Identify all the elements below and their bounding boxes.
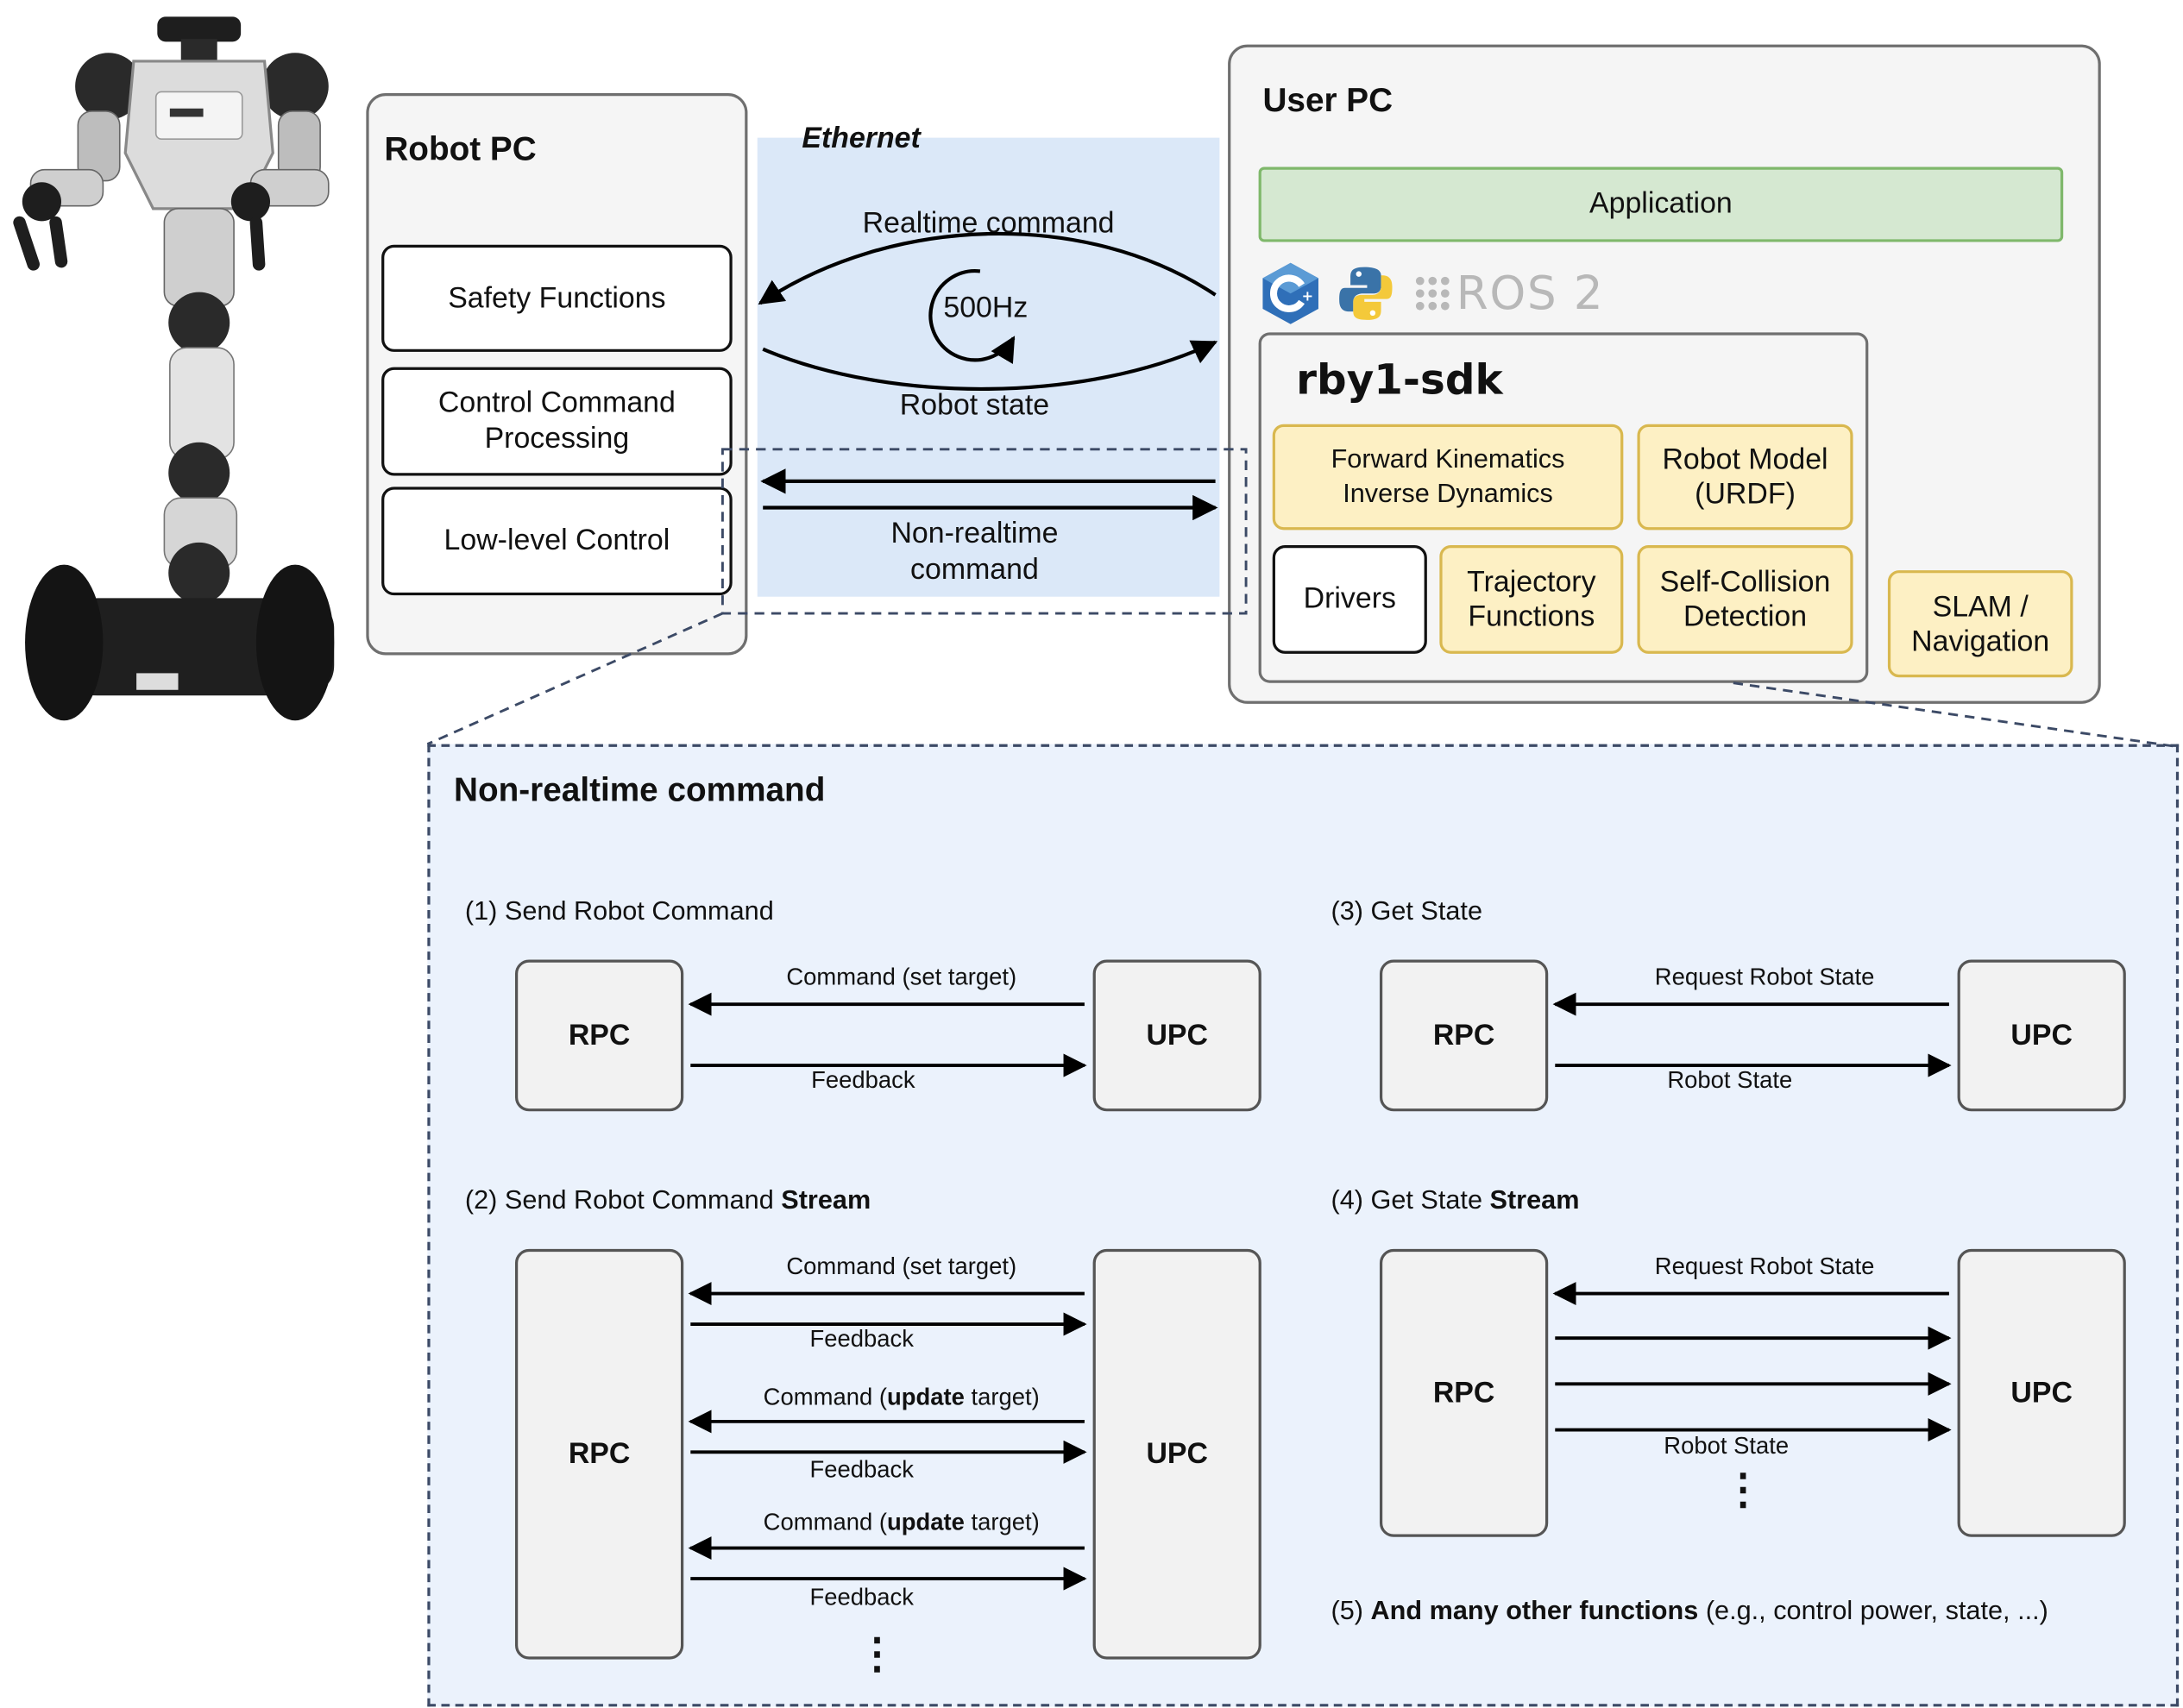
s2-feedback-3-label: Feedback bbox=[809, 1584, 914, 1611]
low-level-control-box: Low-level Control bbox=[381, 487, 733, 596]
s4-request-label: Request Robot State bbox=[1654, 1253, 1875, 1280]
s2-command-update-1-label: Command (update target) bbox=[763, 1384, 1040, 1410]
s3-rpc-node: RPC bbox=[1379, 959, 1549, 1112]
user-pc-title: User PC bbox=[1262, 82, 1393, 120]
robot-model-box: Robot Model (URDF) bbox=[1637, 424, 1853, 531]
section-5-heading: (5) And many other functions (e.g., cont… bbox=[1331, 1597, 2048, 1626]
sdk-title: rby1-sdk bbox=[1296, 355, 1503, 405]
s3-upc-node: UPC bbox=[1957, 959, 2126, 1112]
detail-title: Non-realtime command bbox=[454, 771, 826, 810]
frequency-label: 500Hz bbox=[943, 292, 1029, 324]
control-command-processing-box: Control Command Processing bbox=[381, 367, 733, 476]
ros2-logo-icon bbox=[1415, 276, 1450, 311]
ethernet-label: Ethernet bbox=[802, 122, 921, 154]
s2-upc-node: UPC bbox=[1092, 1248, 1261, 1660]
robot-state-label: Robot state bbox=[899, 389, 1050, 422]
slam-navigation-box: SLAM / Navigation bbox=[1887, 570, 2073, 678]
s3-request-label: Request Robot State bbox=[1654, 964, 1875, 991]
s1-rpc-node: RPC bbox=[514, 959, 684, 1112]
s2-ellipsis: ⋮ bbox=[856, 1631, 898, 1678]
realtime-command-arrow bbox=[758, 231, 1217, 305]
svg-text:+: + bbox=[1302, 287, 1314, 304]
s4-rpc-node: RPC bbox=[1379, 1248, 1549, 1537]
section-2-heading: (2) Send Robot Command Stream bbox=[464, 1186, 871, 1216]
nonrealtime-highlight-box bbox=[720, 448, 1248, 615]
fk-id-box: Forward Kinematics Inverse Dynamics bbox=[1272, 424, 1624, 531]
self-collision-detection-box: Self-Collision Detection bbox=[1637, 545, 1853, 654]
section-1-heading: (1) Send Robot Command bbox=[464, 896, 774, 926]
detail-panel bbox=[427, 744, 2180, 1707]
section-3-heading: (3) Get State bbox=[1331, 896, 1483, 926]
s2-feedback-1-label: Feedback bbox=[809, 1325, 914, 1353]
s2-feedback-2-label: Feedback bbox=[809, 1456, 914, 1483]
section-4-heading: (4) Get State Stream bbox=[1331, 1186, 1580, 1216]
cpp-logo-icon: + bbox=[1262, 262, 1318, 324]
nonrealtime-command-label: Non-realtime command bbox=[890, 517, 1059, 586]
drivers-box: Drivers bbox=[1272, 545, 1427, 654]
s4-upc-node: UPC bbox=[1957, 1248, 2126, 1537]
s1-feedback-label: Feedback bbox=[811, 1066, 915, 1094]
s1-command-label: Command (set target) bbox=[786, 964, 1017, 991]
robot-state-arrow bbox=[762, 340, 1218, 391]
s2-command-set-label: Command (set target) bbox=[786, 1253, 1017, 1280]
s2-command-update-2-label: Command (update target) bbox=[763, 1509, 1040, 1536]
s4-ellipsis: ⋮ bbox=[1721, 1467, 1765, 1514]
robot-image bbox=[13, 16, 335, 721]
ros2-label: ROS 2 bbox=[1456, 265, 1605, 320]
s3-state-label: Robot State bbox=[1667, 1066, 1793, 1094]
s2-rpc-node: RPC bbox=[514, 1248, 684, 1660]
safety-functions-box: Safety Functions bbox=[381, 244, 733, 352]
application-box: Application bbox=[1258, 166, 2064, 242]
robot-pc-title: Robot PC bbox=[384, 130, 537, 169]
s4-state-label: Robot State bbox=[1664, 1432, 1790, 1460]
python-logo-icon bbox=[1339, 267, 1393, 320]
trajectory-functions-box: Trajectory Functions bbox=[1439, 545, 1624, 654]
cycle-arrow-icon bbox=[928, 268, 1016, 365]
s1-upc-node: UPC bbox=[1092, 959, 1261, 1112]
